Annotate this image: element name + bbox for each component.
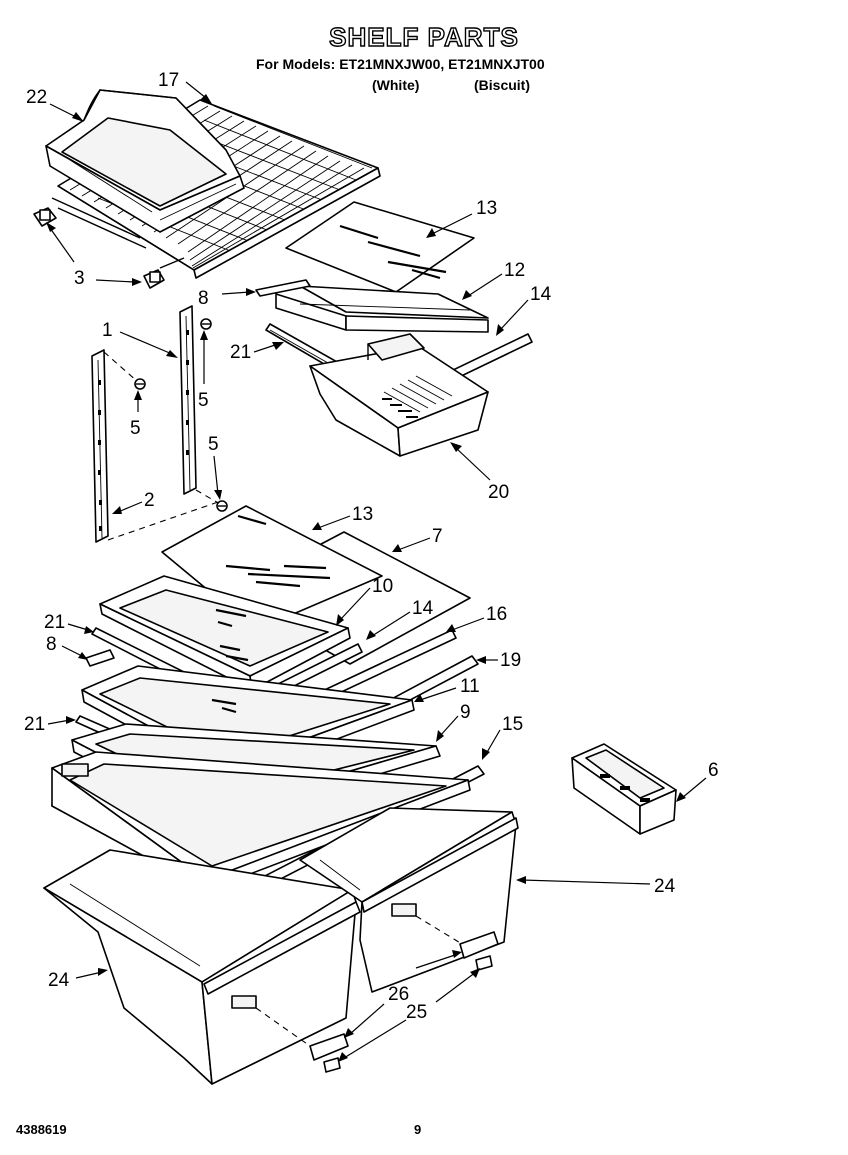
callout-13-upper: 13: [476, 198, 497, 219]
door-bin-part-6: [571, 743, 677, 835]
leader-lines: [46, 81, 707, 1062]
callout-2: 2: [144, 490, 155, 511]
document-number: 4388619: [16, 1122, 67, 1137]
meat-pan-part-20: [309, 333, 489, 457]
crisper-drawer-part-24-right: [299, 807, 519, 993]
variant-biscuit: (Biscuit): [474, 77, 530, 93]
callout-numbers: 22 17 3 13 12 14 8 1 5 5 5 21 20 2 13 7 …: [24, 70, 719, 1023]
callout-19: 19: [500, 650, 521, 671]
callout-26: 26: [388, 984, 409, 1005]
callout-24-left: 24: [48, 970, 70, 991]
callout-24-right: 24: [654, 876, 676, 897]
glass-shelf-part-13-upper: [285, 201, 475, 293]
variant-white: (White): [372, 77, 420, 93]
callout-21-middle: 21: [44, 612, 65, 633]
callout-5-b: 5: [130, 418, 141, 439]
callout-3: 3: [74, 268, 85, 289]
callout-22: 22: [26, 87, 47, 108]
callout-17: 17: [158, 70, 179, 91]
crisper-drawer-part-24-left: [43, 849, 361, 1085]
clip-part-25: [323, 955, 493, 1073]
callout-8-upper: 8: [198, 288, 209, 309]
callout-11: 11: [460, 676, 480, 697]
callout-6: 6: [708, 760, 719, 781]
trim-part-8-upper: [255, 279, 311, 297]
screw-part-5: [134, 318, 228, 512]
callout-21-lower: 21: [24, 714, 45, 735]
trim-part-8-lower: [85, 649, 115, 667]
callout-20: 20: [488, 482, 509, 503]
models-line: For Models: ET21MNXJW00, ET21MNXJT00: [256, 56, 545, 72]
callout-10: 10: [372, 576, 393, 597]
callout-5-a: 5: [198, 390, 209, 411]
shelf-frame-part-12: [275, 285, 489, 333]
callout-13-middle: 13: [352, 504, 373, 525]
callout-5-c: 5: [208, 434, 219, 455]
door-bin-part-22: [45, 89, 245, 233]
callout-14-upper: 14: [530, 284, 552, 305]
shelf-rail-part-2: [91, 349, 109, 543]
bolt-part-3: [33, 207, 185, 289]
page-title: SHELF PARTS: [328, 21, 519, 52]
glass-shelf-part-13-middle: [161, 505, 383, 631]
callout-1: 1: [102, 320, 113, 341]
callout-21-upper: 21: [230, 342, 251, 363]
callout-14-middle: 14: [412, 598, 434, 619]
clip-part-26: [309, 931, 499, 1061]
callout-16: 16: [486, 604, 507, 625]
page-number: 9: [414, 1122, 422, 1137]
callout-8-lower: 8: [46, 634, 57, 655]
callout-9: 9: [460, 702, 471, 723]
callout-25: 25: [406, 1002, 427, 1023]
callout-7: 7: [432, 526, 443, 547]
shelf-rail-part-1: [179, 305, 197, 495]
callout-12: 12: [504, 260, 525, 281]
callout-15: 15: [502, 714, 523, 735]
